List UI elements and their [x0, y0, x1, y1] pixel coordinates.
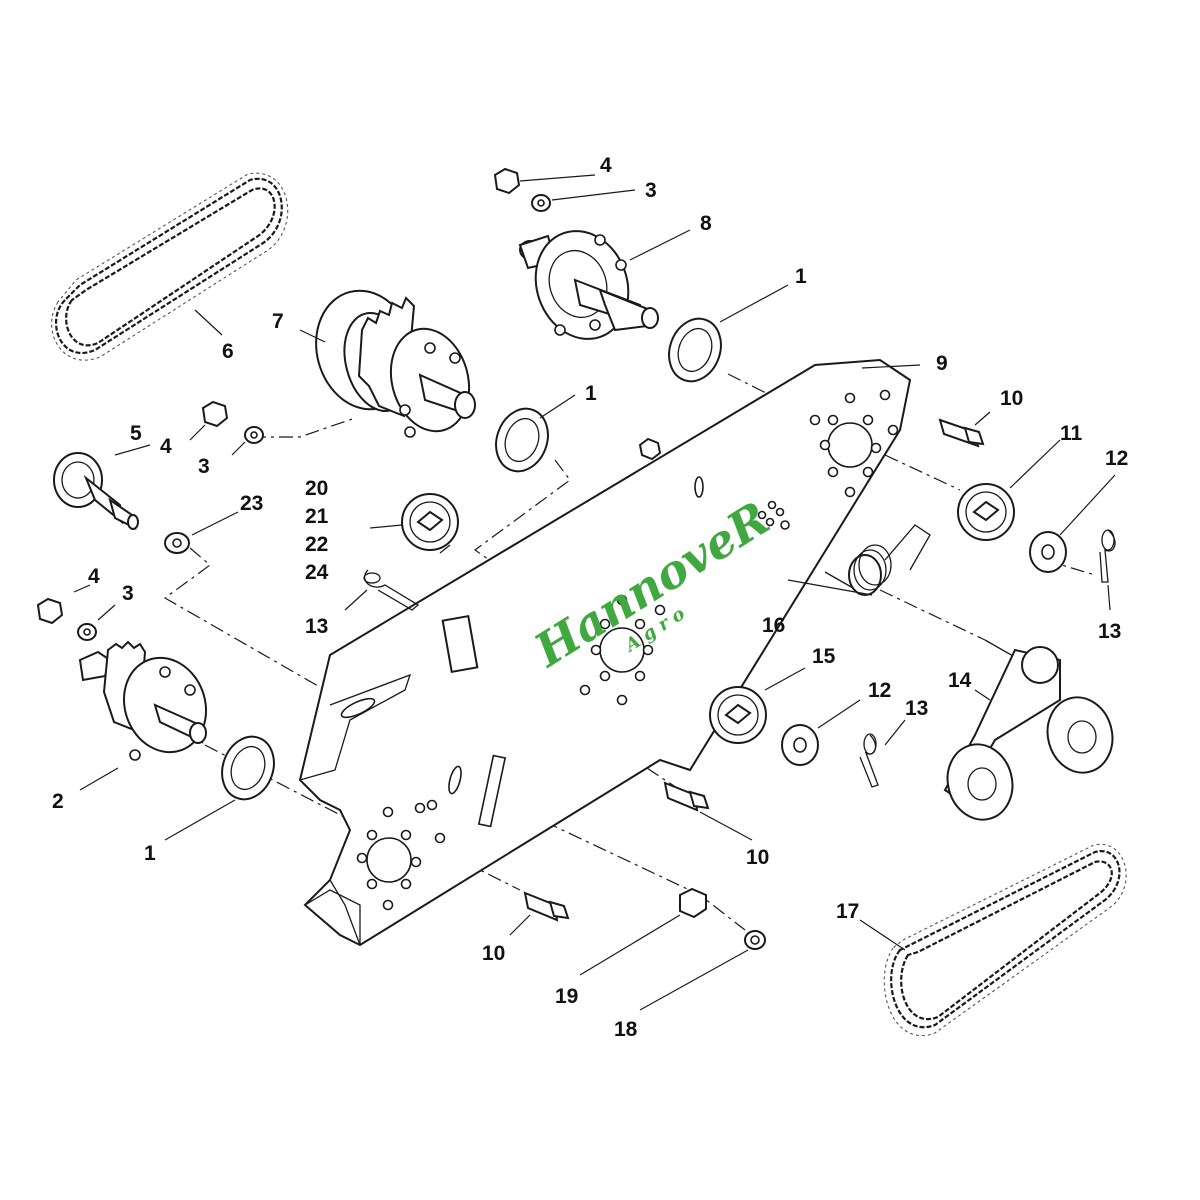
- callout-19: 19: [555, 985, 578, 1008]
- callout-14: 14: [948, 669, 972, 692]
- sprocket-hub-lower: [78, 640, 208, 761]
- callout-8: 8: [700, 212, 712, 235]
- seal-ring-lower: [221, 735, 275, 801]
- assembly-lines: [163, 373, 1096, 931]
- callout-7: 7: [272, 310, 284, 333]
- sprocket-20-24: [401, 493, 459, 551]
- callout-3: 3: [122, 582, 134, 605]
- bearing-shaft: [53, 452, 139, 530]
- nut-4-top: [493, 167, 521, 195]
- callout-10: 10: [746, 846, 769, 869]
- callout-3: 3: [645, 179, 657, 202]
- callout-labels: 4 3 8 1 9 10 11 12 13 6 7 1 5 4 3 23 20 …: [52, 154, 1128, 1041]
- callout-18: 18: [614, 1018, 638, 1041]
- seal-ring-upper: [668, 317, 722, 383]
- plate-nut: [638, 437, 662, 461]
- callout-10: 10: [1000, 387, 1023, 410]
- callout-4: 4: [88, 565, 100, 588]
- callout-17: 17: [836, 900, 859, 923]
- cotter-pin-middle: [859, 733, 879, 788]
- callout-3: 3: [198, 455, 210, 478]
- callout-13: 13: [905, 697, 928, 720]
- callout-4: 4: [600, 154, 612, 177]
- callout-24: 24: [305, 561, 329, 584]
- callout-15: 15: [812, 645, 836, 668]
- leader-lines: [73, 174, 1116, 1011]
- callout-1: 1: [144, 842, 156, 865]
- roller-chain-lower: [883, 843, 1127, 1036]
- cotter-pin-left: [363, 569, 420, 611]
- callout-2: 2: [52, 790, 64, 813]
- callout-9: 9: [936, 352, 948, 375]
- nut-4-low: [36, 597, 64, 625]
- callout-4: 4: [160, 435, 172, 458]
- sprocket-11: [957, 483, 1015, 541]
- callout-13: 13: [305, 615, 328, 638]
- callout-6: 6: [222, 340, 234, 363]
- spacer-12-upper: [1029, 531, 1067, 573]
- callout-1: 1: [795, 265, 807, 288]
- seal-ring-middle: [495, 407, 549, 473]
- callout-13: 13: [1098, 620, 1121, 643]
- sprocket-15: [709, 686, 767, 744]
- chain-case-plate: [298, 358, 912, 947]
- torsion-spring: [824, 524, 931, 596]
- callout-21: 21: [305, 505, 329, 528]
- nut-19: [679, 887, 707, 919]
- nuts-washers: [36, 167, 766, 950]
- sprocket-hub-assembly: [315, 289, 476, 438]
- roller-chain-upper: [51, 172, 289, 361]
- callout-12: 12: [1105, 447, 1128, 470]
- callout-20: 20: [305, 477, 328, 500]
- callout-1: 1: [585, 382, 597, 405]
- bolts: [523, 418, 985, 922]
- callout-23: 23: [240, 492, 263, 515]
- bolt-10-middle: [663, 781, 699, 812]
- callout-11: 11: [1060, 422, 1083, 445]
- cotter-pin-right: [1099, 529, 1116, 583]
- hub-shaft-upper: [518, 230, 659, 340]
- bolt-10-lower: [523, 891, 559, 922]
- plate-bolt-holes: [356, 389, 899, 911]
- callout-16: 16: [762, 614, 785, 637]
- callout-22: 22: [305, 533, 328, 556]
- nut-4-mid: [201, 400, 229, 428]
- callout-10: 10: [482, 942, 505, 965]
- callout-12: 12: [868, 679, 891, 702]
- chain-tensioner: [943, 639, 1114, 821]
- spacer-12-lower: [781, 724, 819, 766]
- callout-5: 5: [130, 422, 142, 445]
